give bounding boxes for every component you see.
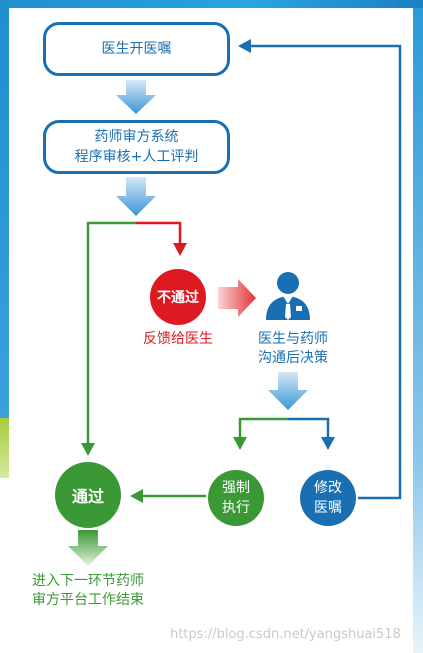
final-step-line2: 审方平台工作结束 bbox=[32, 592, 144, 608]
doctor-order-label: 医生开医嘱 bbox=[101, 41, 172, 57]
left-accent bbox=[0, 418, 9, 478]
line-split-blue bbox=[288, 417, 330, 440]
line-to-pass bbox=[86, 221, 136, 450]
line-to-reject bbox=[136, 221, 182, 246]
reject-label: 不通过 bbox=[157, 290, 199, 306]
review-system-line1: 药师审方系统 bbox=[94, 129, 179, 145]
force-execute-node: 强制 执行 bbox=[208, 470, 264, 526]
pass-node: 通过 bbox=[55, 462, 121, 528]
top-border bbox=[0, 0, 423, 8]
arrowhead-reject bbox=[173, 243, 187, 256]
force-execute-line2: 执行 bbox=[222, 500, 250, 516]
force-execute-line1: 强制 bbox=[222, 480, 250, 496]
block-arrow-2 bbox=[116, 177, 156, 216]
discuss-line2: 沟通后决策 bbox=[258, 350, 328, 366]
arrowhead-force-pass bbox=[130, 489, 143, 503]
modify-order-line1: 修改 bbox=[314, 480, 342, 496]
modify-order-line2: 医嘱 bbox=[314, 500, 342, 516]
final-step-line1: 进入下一环节药师 bbox=[32, 573, 144, 589]
modify-order-node: 修改 医嘱 bbox=[300, 470, 356, 526]
review-system-line2: 程序审核+人工评判 bbox=[74, 149, 199, 165]
arrowhead-pass bbox=[81, 443, 95, 456]
arrowhead-modify bbox=[321, 437, 335, 450]
doctor-order-box: 医生开医嘱 bbox=[43, 22, 230, 76]
feedback-label: 反馈给医生 bbox=[143, 331, 213, 347]
arrowhead-force bbox=[233, 437, 247, 450]
pass-label: 通过 bbox=[71, 487, 104, 506]
line-modify-to-doctor bbox=[248, 44, 402, 500]
block-arrow-reject bbox=[218, 279, 256, 317]
final-step-label: 进入下一环节药师 审方平台工作结束 bbox=[10, 572, 166, 610]
watermark-text: https://blog.csdn.net/yangshuai518 bbox=[170, 627, 401, 642]
line-split-green bbox=[238, 417, 288, 440]
left-border bbox=[0, 8, 9, 418]
block-arrow-1 bbox=[116, 80, 156, 114]
reject-node: 不通过 bbox=[150, 269, 206, 325]
arrowhead-doctor bbox=[238, 39, 251, 53]
doctor-person-icon bbox=[266, 272, 310, 320]
right-border bbox=[413, 8, 423, 653]
discuss-line1: 医生与药师 bbox=[258, 331, 328, 347]
discuss-label: 医生与药师 沟通后决策 bbox=[238, 330, 348, 368]
block-arrow-discuss bbox=[268, 372, 308, 410]
block-arrow-pass bbox=[68, 530, 108, 566]
review-system-box: 药师审方系统 程序审核+人工评判 bbox=[43, 120, 230, 174]
